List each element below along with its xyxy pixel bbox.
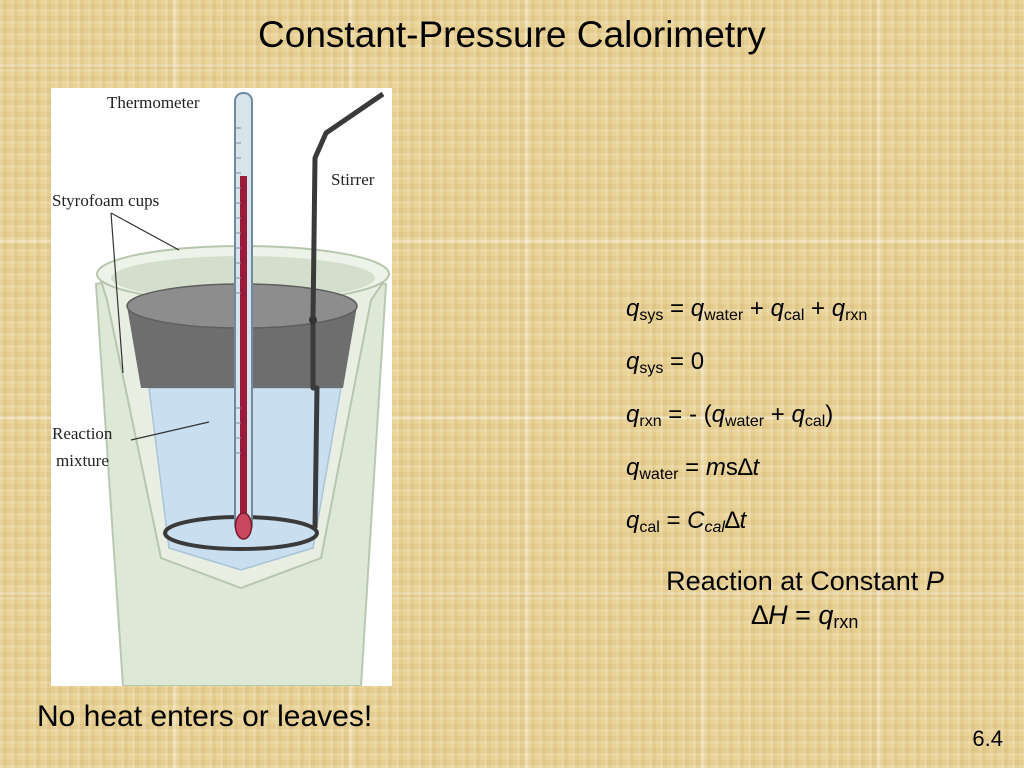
thermometer-fluid [240,176,247,521]
mixture-leader-line [130,421,210,441]
styrofoam-cups-label: Styrofoam cups [52,191,159,210]
equation-qsys-sum: qsys = qwater + qcal + qrxn [626,295,868,324]
reaction-label-line1: Reaction [52,424,113,443]
constant-pressure-statement: Reaction at Constant P ∆H = qrxn [600,564,1010,632]
thermometer-bulb [234,512,253,540]
calorimeter-figure: Thermometer Stirrer Styrofoam cups React… [51,88,392,686]
slide-number: 6.4 [972,726,1003,751]
constant-pressure-line: Reaction at Constant P [666,566,944,596]
thermometer-label: Thermometer [107,93,200,112]
calorimeter-diagram: Thermometer Stirrer Styrofoam cups React… [52,91,391,686]
equation-qwater: qwater = ms∆t [626,454,760,483]
stirrer-label: Stirrer [331,170,375,189]
cups-leader-line-1 [110,212,180,251]
stirrer-hole [309,316,317,324]
enthalpy-equation: ∆H = qrxn [751,600,859,632]
reaction-label-line2: mixture [56,451,109,470]
no-heat-note: No heat enters or leaves! [37,700,373,733]
equation-qcal: qcal = Ccal∆t [626,507,747,536]
cups-leader-line-2 [110,212,124,374]
slide-title: Constant-Pressure Calorimetry [258,14,766,55]
equation-block: qsys = qwater + qcal + qrxn qsys = 0 qrx… [626,282,867,547]
equation-qrxn: qrxn = - (qwater + qcal) [626,401,834,430]
thermometer-scale [235,127,241,454]
equation-qsys-zero: qsys = 0 [626,348,705,377]
